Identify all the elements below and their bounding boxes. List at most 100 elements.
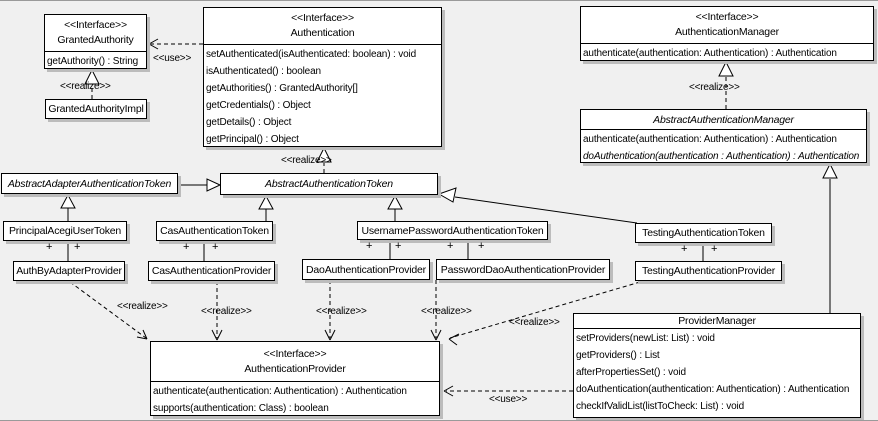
realize-grantedauthorityimpl [84, 68, 100, 99]
method: doAuthentication(authentication: Authent… [576, 384, 850, 395]
class-header: <<Interface>> AuthenticationManager [581, 7, 873, 43]
edge-label-realize: <<realize>> [689, 82, 740, 93]
class-cas-authentication-provider: CasAuthenticationProvider [148, 261, 275, 281]
class-password-dao-authentication-provider: PasswordDaoAuthenticationProvider [436, 259, 610, 280]
class-header: <<Interface>> Authentication [204, 8, 441, 44]
multiplicity-plus: + [212, 241, 219, 253]
class-name: PrincipalAcegiUserToken [8, 225, 122, 237]
class-name: PasswordDaoAuthenticationProvider [440, 263, 606, 276]
class-name: Authentication [290, 27, 355, 39]
class-provider-manager: ProviderManager setProviders(newList: Li… [573, 313, 861, 418]
realize-passworddaoprovider [430, 280, 442, 341]
class-name: GrantedAuthority [57, 34, 134, 46]
method: authenticate(authentication: Authenticat… [153, 386, 407, 397]
class-dao-authentication-provider: DaoAuthenticationProvider [302, 259, 430, 280]
multiplicity-plus: + [366, 240, 373, 252]
class-header: <<Interface>> AuthenticationProvider [151, 342, 439, 381]
multiplicity-plus: + [74, 241, 81, 253]
edge-label-realize: <<realize>> [60, 81, 111, 92]
realize-authbyadapterprovider [69, 281, 148, 340]
method: getProviders() : List [576, 350, 660, 361]
generalization-principal-to-adapter [60, 193, 76, 221]
class-authentication-provider: <<Interface>> AuthenticationProvider aut… [150, 341, 440, 416]
class-header: <<Interface>> GrantedAuthority [45, 15, 146, 51]
realize-abstract-token [316, 146, 332, 173]
class-stereotype: <<Interface>> [64, 19, 127, 31]
edge-label-realize: <<realize>> [421, 306, 472, 317]
class-authentication-manager: <<Interface>> AuthenticationManager auth… [580, 6, 874, 61]
edge-label-realize: <<realize>> [201, 306, 252, 317]
class-name: GrantedAuthorityImpl [48, 103, 144, 115]
class-abstract-authentication-token: AbstractAuthenticationToken [220, 173, 438, 195]
multiplicity-plus: + [711, 243, 718, 255]
edge-label-realize: <<realize>> [509, 317, 560, 328]
class-testing-authentication-provider: TestingAuthenticationProvider [635, 261, 782, 281]
realize-testingprovider [448, 281, 641, 346]
method: getCredentials() : Object [206, 100, 311, 111]
method: isAuthenticated() : boolean [206, 66, 321, 77]
edge-label-use: <<use>> [153, 53, 192, 64]
class-name: AuthByAdapterProvider [16, 265, 122, 277]
class-name: ProviderManager [678, 315, 756, 327]
realize-daoprovider [324, 280, 336, 341]
multiplicity-plus: + [183, 241, 190, 253]
generalization-cas-to-abstract-token [258, 194, 274, 221]
class-name: UsernamePasswordAuthenticationToken [361, 224, 544, 237]
class-authentication: <<Interface>> Authentication setAuthenti… [203, 7, 442, 147]
class-name: CasAuthenticationProvider [151, 265, 272, 277]
edge-label-realize: <<realize>> [117, 301, 168, 312]
class-abstract-adapter-authentication-token: AbstractAdapterAuthenticationToken [1, 173, 178, 194]
method: getAuthority() : String [47, 56, 139, 67]
method: supports(authentication: Class) : boolea… [153, 403, 329, 414]
multiplicity-plus: + [447, 240, 454, 252]
class-name: CasAuthenticationToken [160, 225, 269, 237]
edge-label-realize: <<realize>> [281, 155, 332, 166]
class-methods: authenticate(authentication: Authenticat… [581, 43, 873, 62]
edge-label-realize: <<realize>> [316, 306, 367, 317]
multiplicity-plus: + [681, 243, 688, 255]
realize-casprovider [211, 281, 223, 341]
class-stereotype: <<Interface>> [291, 12, 354, 24]
generalization-adapter-to-abstract-token [178, 178, 222, 192]
method: getDetails() : Object [206, 117, 292, 128]
class-methods: authenticate(authentication: Authenticat… [151, 381, 439, 417]
class-name: AuthenticationProvider [244, 362, 346, 375]
class-header: ProviderManager [574, 314, 860, 328]
class-name: AbstractAdapterAuthenticationToken [7, 177, 172, 190]
class-stereotype: <<Interface>> [263, 347, 327, 360]
class-name: AuthenticationManager [675, 26, 779, 38]
class-granted-authority: <<Interface>> GrantedAuthority getAuthor… [44, 14, 147, 69]
class-principal-acegi-user-token: PrincipalAcegiUserToken [3, 221, 127, 241]
class-name: TestingAuthenticationToken [642, 227, 765, 239]
class-testing-authentication-token: TestingAuthenticationToken [635, 223, 772, 243]
method: doAuthentication(authentication : Authen… [583, 151, 860, 162]
class-name: DaoAuthenticationProvider [306, 263, 426, 276]
class-username-password-authentication-token: UsernamePasswordAuthenticationToken [357, 221, 548, 240]
method: authenticate(authentication: Authenticat… [583, 48, 837, 59]
class-granted-authority-impl: GrantedAuthorityImpl [45, 99, 147, 119]
realize-abstract-manager [718, 60, 734, 109]
method: getAuthorities() : GrantedAuthority[] [206, 83, 358, 94]
class-name: AbstractAuthenticationManager [653, 113, 794, 126]
generalization-providermanager-to-abstract-manager [822, 162, 838, 313]
generalization-usernamepassword-to-abstract-token [387, 194, 403, 221]
class-methods: getAuthority() : String [45, 51, 146, 70]
class-auth-by-adapter-provider: AuthByAdapterProvider [13, 261, 125, 281]
method: afterPropertiesSet() : void [576, 367, 686, 378]
method: checkIfValidList(listToCheck: List) : vo… [576, 401, 745, 412]
multiplicity-plus: + [395, 240, 402, 252]
class-stereotype: <<Interface>> [695, 11, 759, 23]
class-abstract-authentication-manager: AbstractAuthenticationManager authentica… [580, 109, 867, 163]
class-name: AbstractAuthenticationToken [265, 178, 393, 190]
multiplicity-plus: + [478, 240, 485, 252]
multiplicity-plus: + [46, 241, 53, 253]
class-methods: setAuthenticated(isAuthenticated: boolea… [204, 44, 441, 148]
class-cas-authentication-token: CasAuthenticationToken [156, 221, 273, 241]
class-methods: setProviders(newList: List) : void getPr… [574, 328, 860, 415]
class-header: AbstractAuthenticationManager [581, 110, 866, 129]
edge-label-use: <<use>> [489, 394, 528, 405]
class-methods: authenticate(authentication: Authenticat… [581, 129, 866, 165]
use-authentication-to-grantedauthority [148, 38, 203, 50]
